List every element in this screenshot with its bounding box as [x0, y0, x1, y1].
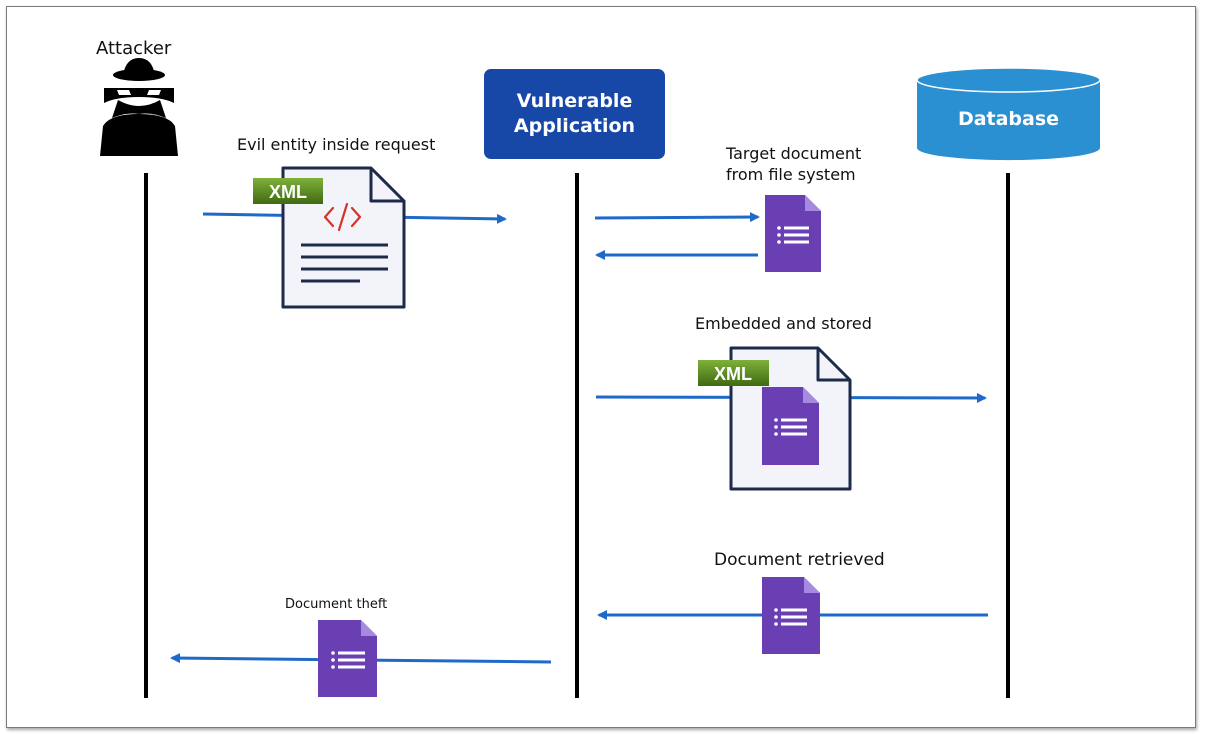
xml-file-icon: XML: [698, 346, 852, 491]
xml-badge-text: XML: [269, 182, 307, 202]
target-document-label: Target document from file system: [726, 143, 906, 185]
attacker-label: Attacker: [96, 38, 172, 59]
spy-icon: [100, 58, 178, 156]
document-retrieved-label: Document retrieved: [714, 550, 885, 570]
xml-badge-text: XML: [714, 364, 752, 384]
arrow-fetch-document: [594, 212, 760, 223]
document-icon: [762, 387, 819, 465]
code-icon: [323, 202, 362, 232]
target-document-label-line1: Target document: [726, 144, 862, 163]
database-icon: [916, 67, 1101, 161]
application-label-line1: Vulnerable: [516, 90, 633, 112]
xml-badge: [698, 360, 769, 386]
target-document-label-line2: from file system: [726, 165, 856, 184]
evil-request-label: Evil entity inside request: [237, 135, 436, 154]
document-theft-label: Document theft: [285, 597, 388, 612]
vulnerable-application-box: Vulnerable Application: [484, 69, 665, 159]
xml-file-icon: XML: [253, 166, 406, 309]
document-icon: [762, 577, 820, 654]
application-label-line2: Application: [513, 115, 636, 137]
embedded-stored-label: Embedded and stored: [695, 314, 872, 333]
database-label: Database: [957, 108, 1060, 130]
document-icon: [318, 620, 377, 697]
xml-badge: [253, 178, 323, 204]
document-icon: [765, 195, 821, 272]
